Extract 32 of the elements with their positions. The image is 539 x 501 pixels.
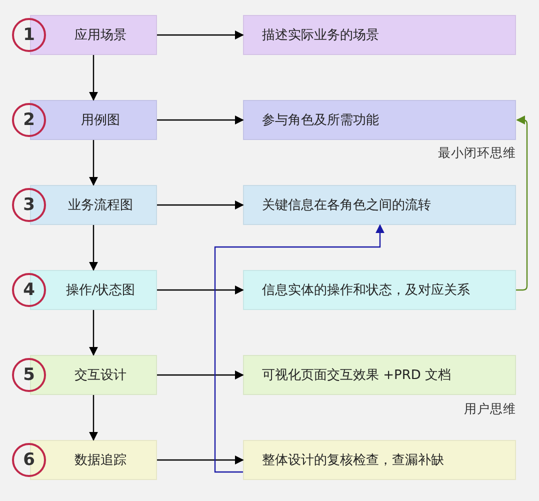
step-title: 操作/状态图 <box>66 281 136 299</box>
arrow <box>157 456 244 464</box>
arrow <box>157 286 244 294</box>
description-box <box>243 270 516 310</box>
step-title: 用例图 <box>81 111 120 129</box>
step-title: 交互设计 <box>74 366 126 384</box>
step-title: 业务流程图 <box>68 196 133 214</box>
description-box <box>243 355 516 395</box>
step-description: 关键信息在各角色之间的流转 <box>262 196 431 214</box>
arrow <box>157 370 244 380</box>
description-box <box>243 100 516 140</box>
arrow <box>89 225 98 271</box>
step-title: 数据追踪 <box>74 451 126 469</box>
note-text: 用户思维 <box>464 401 516 418</box>
arrow <box>157 116 244 124</box>
arrow <box>89 310 98 356</box>
arrow <box>89 395 98 441</box>
step-description: 参与角色及所需功能 <box>262 111 379 129</box>
description-box <box>243 185 516 225</box>
step-description: 整体设计的复核检查，查漏补缺 <box>262 451 444 469</box>
description-box <box>243 440 516 480</box>
arrow <box>214 224 384 473</box>
note-text: 最小闭环思维 <box>438 145 516 162</box>
step-description: 可视化页面交互效果 +PRD 文档 <box>262 366 452 384</box>
arrow <box>157 200 244 210</box>
arrow <box>157 30 244 40</box>
step-title: 应用场景 <box>74 26 126 44</box>
description-box <box>243 15 516 55</box>
step-description: 描述实际业务的场景 <box>262 26 379 44</box>
step-description: 信息实体的操作和状态，及对应关系 <box>262 281 470 299</box>
arrow <box>89 140 98 186</box>
arrow <box>89 55 98 101</box>
